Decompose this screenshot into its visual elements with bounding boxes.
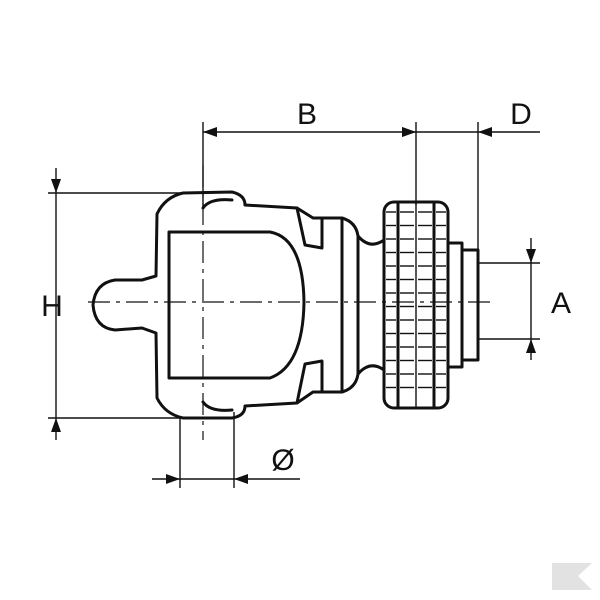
watermark-logo-block — [552, 563, 574, 590]
shaft-shoulder — [446, 241, 464, 369]
watermark-logo — [552, 563, 592, 590]
arrow-d-left — [402, 127, 416, 137]
label-a: A — [551, 287, 571, 320]
label-b: B — [297, 98, 317, 131]
locking-collar — [382, 200, 450, 410]
arrow-h-top — [51, 179, 61, 193]
hub-profile — [340, 216, 386, 394]
yoke-body — [91, 190, 344, 420]
yoke-ear-top — [201, 198, 234, 210]
label-d: D — [510, 98, 532, 131]
dimension-h: H — [41, 168, 182, 440]
arrow-diameter-right — [234, 474, 248, 484]
hub-neck — [340, 216, 386, 394]
yoke-ear-bottom — [201, 400, 234, 412]
collar-knurling — [386, 211, 446, 389]
watermark-logo-chevron — [568, 563, 592, 590]
yoke-arm-upper-edge — [295, 206, 324, 250]
arrow-a-bottom — [526, 339, 536, 353]
arrow-a-top — [526, 249, 536, 263]
dimension-diameter: Ø — [152, 412, 300, 488]
yoke-outer-profile — [91, 190, 344, 420]
label-h: H — [41, 290, 63, 323]
arrow-h-bottom — [51, 418, 61, 432]
shaft-end — [460, 248, 480, 362]
shaft-stub — [446, 241, 480, 369]
dimension-a: A — [478, 238, 571, 360]
arrow-d-right — [478, 127, 492, 137]
label-diameter: Ø — [271, 444, 294, 477]
arrow-b-left — [203, 127, 217, 137]
dimension-d: D — [402, 98, 540, 252]
arrow-diameter-left — [166, 474, 180, 484]
yoke-inner-window — [167, 230, 306, 380]
yoke-arm-lower-edge — [295, 359, 324, 405]
